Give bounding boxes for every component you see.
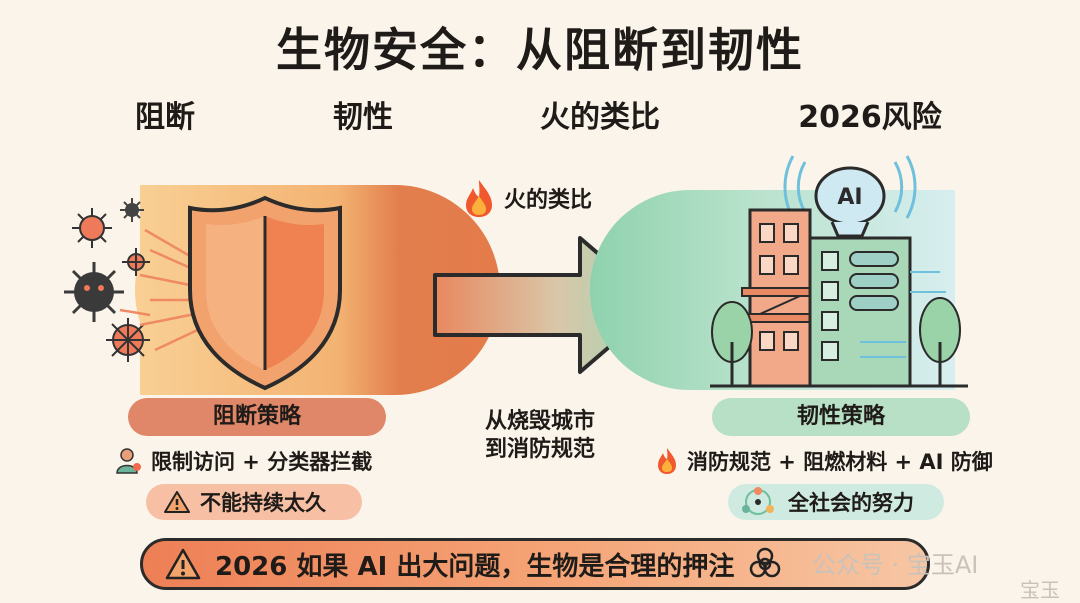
tree-icon	[919, 297, 961, 386]
blocking-strategy-pill: 阻断策略	[128, 398, 386, 436]
community-effort-pill: 全社会的努力	[728, 484, 944, 520]
resilience-method-item: 消防规范 + 阻燃材料 + AI 防御	[655, 446, 993, 476]
shield-icon	[188, 195, 342, 391]
virus-icon	[106, 318, 150, 362]
blocking-warning-pill: 不能持续太久	[146, 484, 362, 520]
building-icon	[741, 208, 819, 388]
blocking-illustration	[64, 195, 342, 391]
column-heading-2026-risk: 2026风险	[798, 100, 942, 135]
fire-analogy-label: 火的类比	[462, 178, 592, 218]
fire-icon	[466, 180, 492, 217]
blocking-strategy-label: 阻断策略	[212, 404, 301, 429]
column-heading-fire-analogy: 火的类比	[540, 100, 660, 135]
fire-analogy-text: 火的类比	[504, 188, 593, 213]
blocking-warning-text: 不能持续太久	[200, 491, 326, 515]
virus-icon	[120, 198, 144, 222]
resilience-method-text: 消防规范 + 阻燃材料 + AI 防御	[687, 450, 993, 474]
building-icon	[808, 236, 946, 388]
fire-icon	[658, 448, 676, 474]
bottom-conclusion-text: 2026 如果 AI 出大问题，生物是合理的押注	[215, 551, 735, 582]
column-heading-blocking: 阻断	[135, 100, 195, 135]
community-icon	[742, 487, 774, 515]
biohazard-icon	[750, 547, 781, 578]
virus-icon	[122, 248, 150, 276]
person-icon	[116, 448, 141, 474]
resilient-city-illustration: AI	[710, 155, 968, 388]
bottom-conclusion-bar: 2026 如果 AI 出大问题，生物是合理的押注	[140, 538, 930, 590]
tree-icon	[711, 301, 753, 386]
virus-icon	[64, 262, 124, 322]
column-heading-resilience: 韧性	[333, 100, 393, 135]
community-effort-text: 全社会的努力	[788, 491, 914, 515]
resilience-strategy-label: 韧性策略	[796, 404, 885, 429]
warning-icon	[165, 548, 201, 580]
virus-icon	[72, 208, 112, 248]
warning-icon	[164, 491, 190, 513]
blocking-method-item: 限制访问 + 分类器拦截	[115, 446, 372, 476]
fire-analogy-caption: 从烧毁城市 到消防规范	[460, 408, 620, 464]
page-title: 生物安全：从阻断到韧性	[276, 23, 804, 77]
ai-brain-icon: AI	[814, 166, 886, 238]
ai-label: AI	[837, 185, 862, 210]
watermark-line-2: 宝玉	[1020, 578, 1060, 602]
blocking-method-text: 限制访问 + 分类器拦截	[151, 450, 373, 474]
caption-line-1: 从烧毁城市	[484, 409, 595, 434]
caption-line-2: 到消防规范	[484, 437, 595, 462]
watermark-line-1: 公众号 · 宝玉AI	[812, 551, 979, 579]
resilience-strategy-pill: 韧性策略	[712, 398, 970, 436]
